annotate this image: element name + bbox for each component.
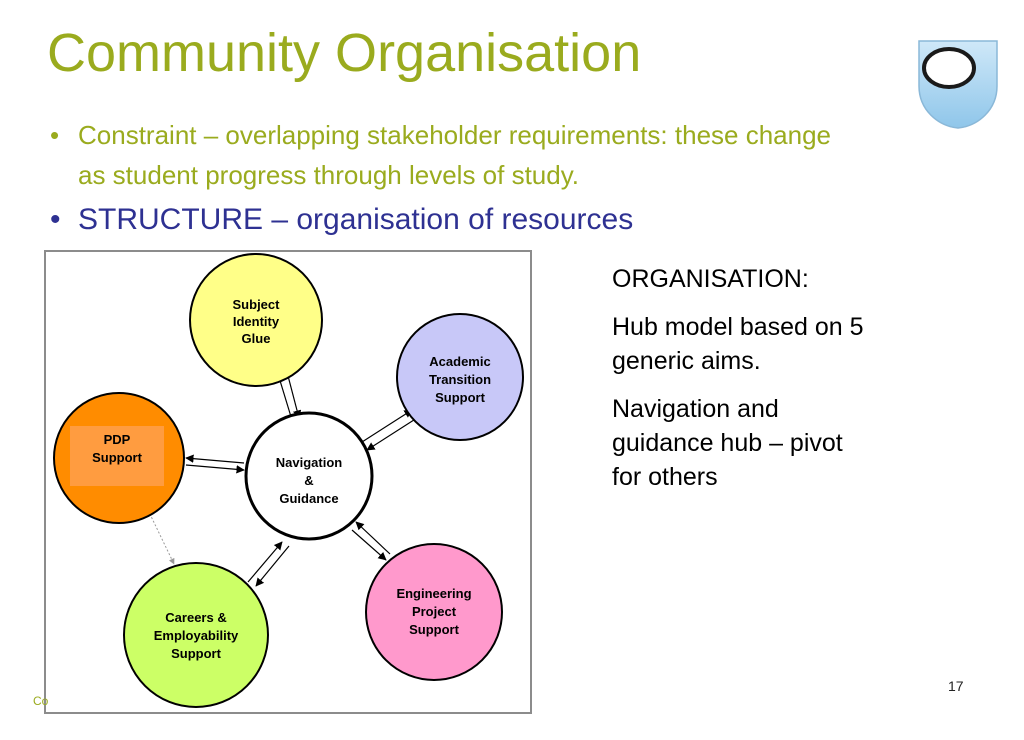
organisation-description: ORGANISATION: Hub model based on 5 gener… [612,262,932,508]
node-label-line: Guidance [279,491,338,506]
para-1-line: Hub model based on 5 [612,313,864,341]
node-label-line: Subject [233,297,281,312]
node-label-line: Identity [233,314,280,329]
node-label-line: Support [435,390,485,405]
node-label-line: Transition [429,372,491,387]
organisation-heading: ORGANISATION: [612,265,809,293]
bullet-constraint-line-1: Constraint – overlapping stakeholder req… [78,120,832,150]
node-label-line: Project [412,604,457,619]
connector-careers-navigation [247,541,290,587]
node-label-line: Glue [242,331,271,346]
node-label-line: Support [171,646,221,661]
node-label-line: Academic [429,354,490,369]
node-academic-transition-support: Academic Transition Support [396,313,524,441]
node-label-line: Engineering [396,586,471,601]
para-2-line: for others [612,463,718,491]
footer-fragment: Co [33,694,49,708]
node-label-line: Support [92,450,142,465]
connector-engineering-navigation [351,521,391,561]
connector-pdp-navigation [185,454,245,474]
node-label-line: Navigation [276,455,343,470]
hub-diagram: Subject Identity Glue Academic Transitio… [44,250,532,714]
bullet-constraint-line-2: as student progress through levels of st… [78,160,580,190]
slide-title: Community Organisation [47,23,642,83]
para-2-line: guidance hub – pivot [612,429,843,457]
connector-academic-navigation [361,409,418,451]
open-university-logo-icon [918,40,998,129]
bullet-marker: • [50,120,60,150]
para-1-line: generic aims. [612,347,761,375]
page-number: 17 [948,678,964,694]
organisation-para-2: Navigation and guidance hub – pivot for … [612,392,932,494]
para-2-line: Navigation and [612,395,779,423]
node-subject-identity-glue: Subject Identity Glue [189,253,323,387]
connector-pdp-careers [147,509,175,565]
hub-diagram-canvas: Subject Identity Glue Academic Transitio… [53,253,524,708]
node-label-line: Careers & [165,610,226,625]
node-label-line: & [304,473,313,488]
bullet-structure-line-1: STRUCTURE – organisation of resources [78,203,634,236]
organisation-para-1: Hub model based on 5 generic aims. [612,310,932,378]
node-pdp-support: PDP Support [53,392,185,524]
bullet-marker: • [50,203,61,236]
node-label-line: Support [409,622,459,637]
node-navigation-guidance: Navigation & Guidance [244,411,374,541]
node-careers-employability-support: Careers & Employability Support [123,562,269,708]
node-engineering-project-support: Engineering Project Support [365,543,503,681]
node-label-line: Employability [154,628,239,643]
node-label-line: PDP [104,432,131,447]
